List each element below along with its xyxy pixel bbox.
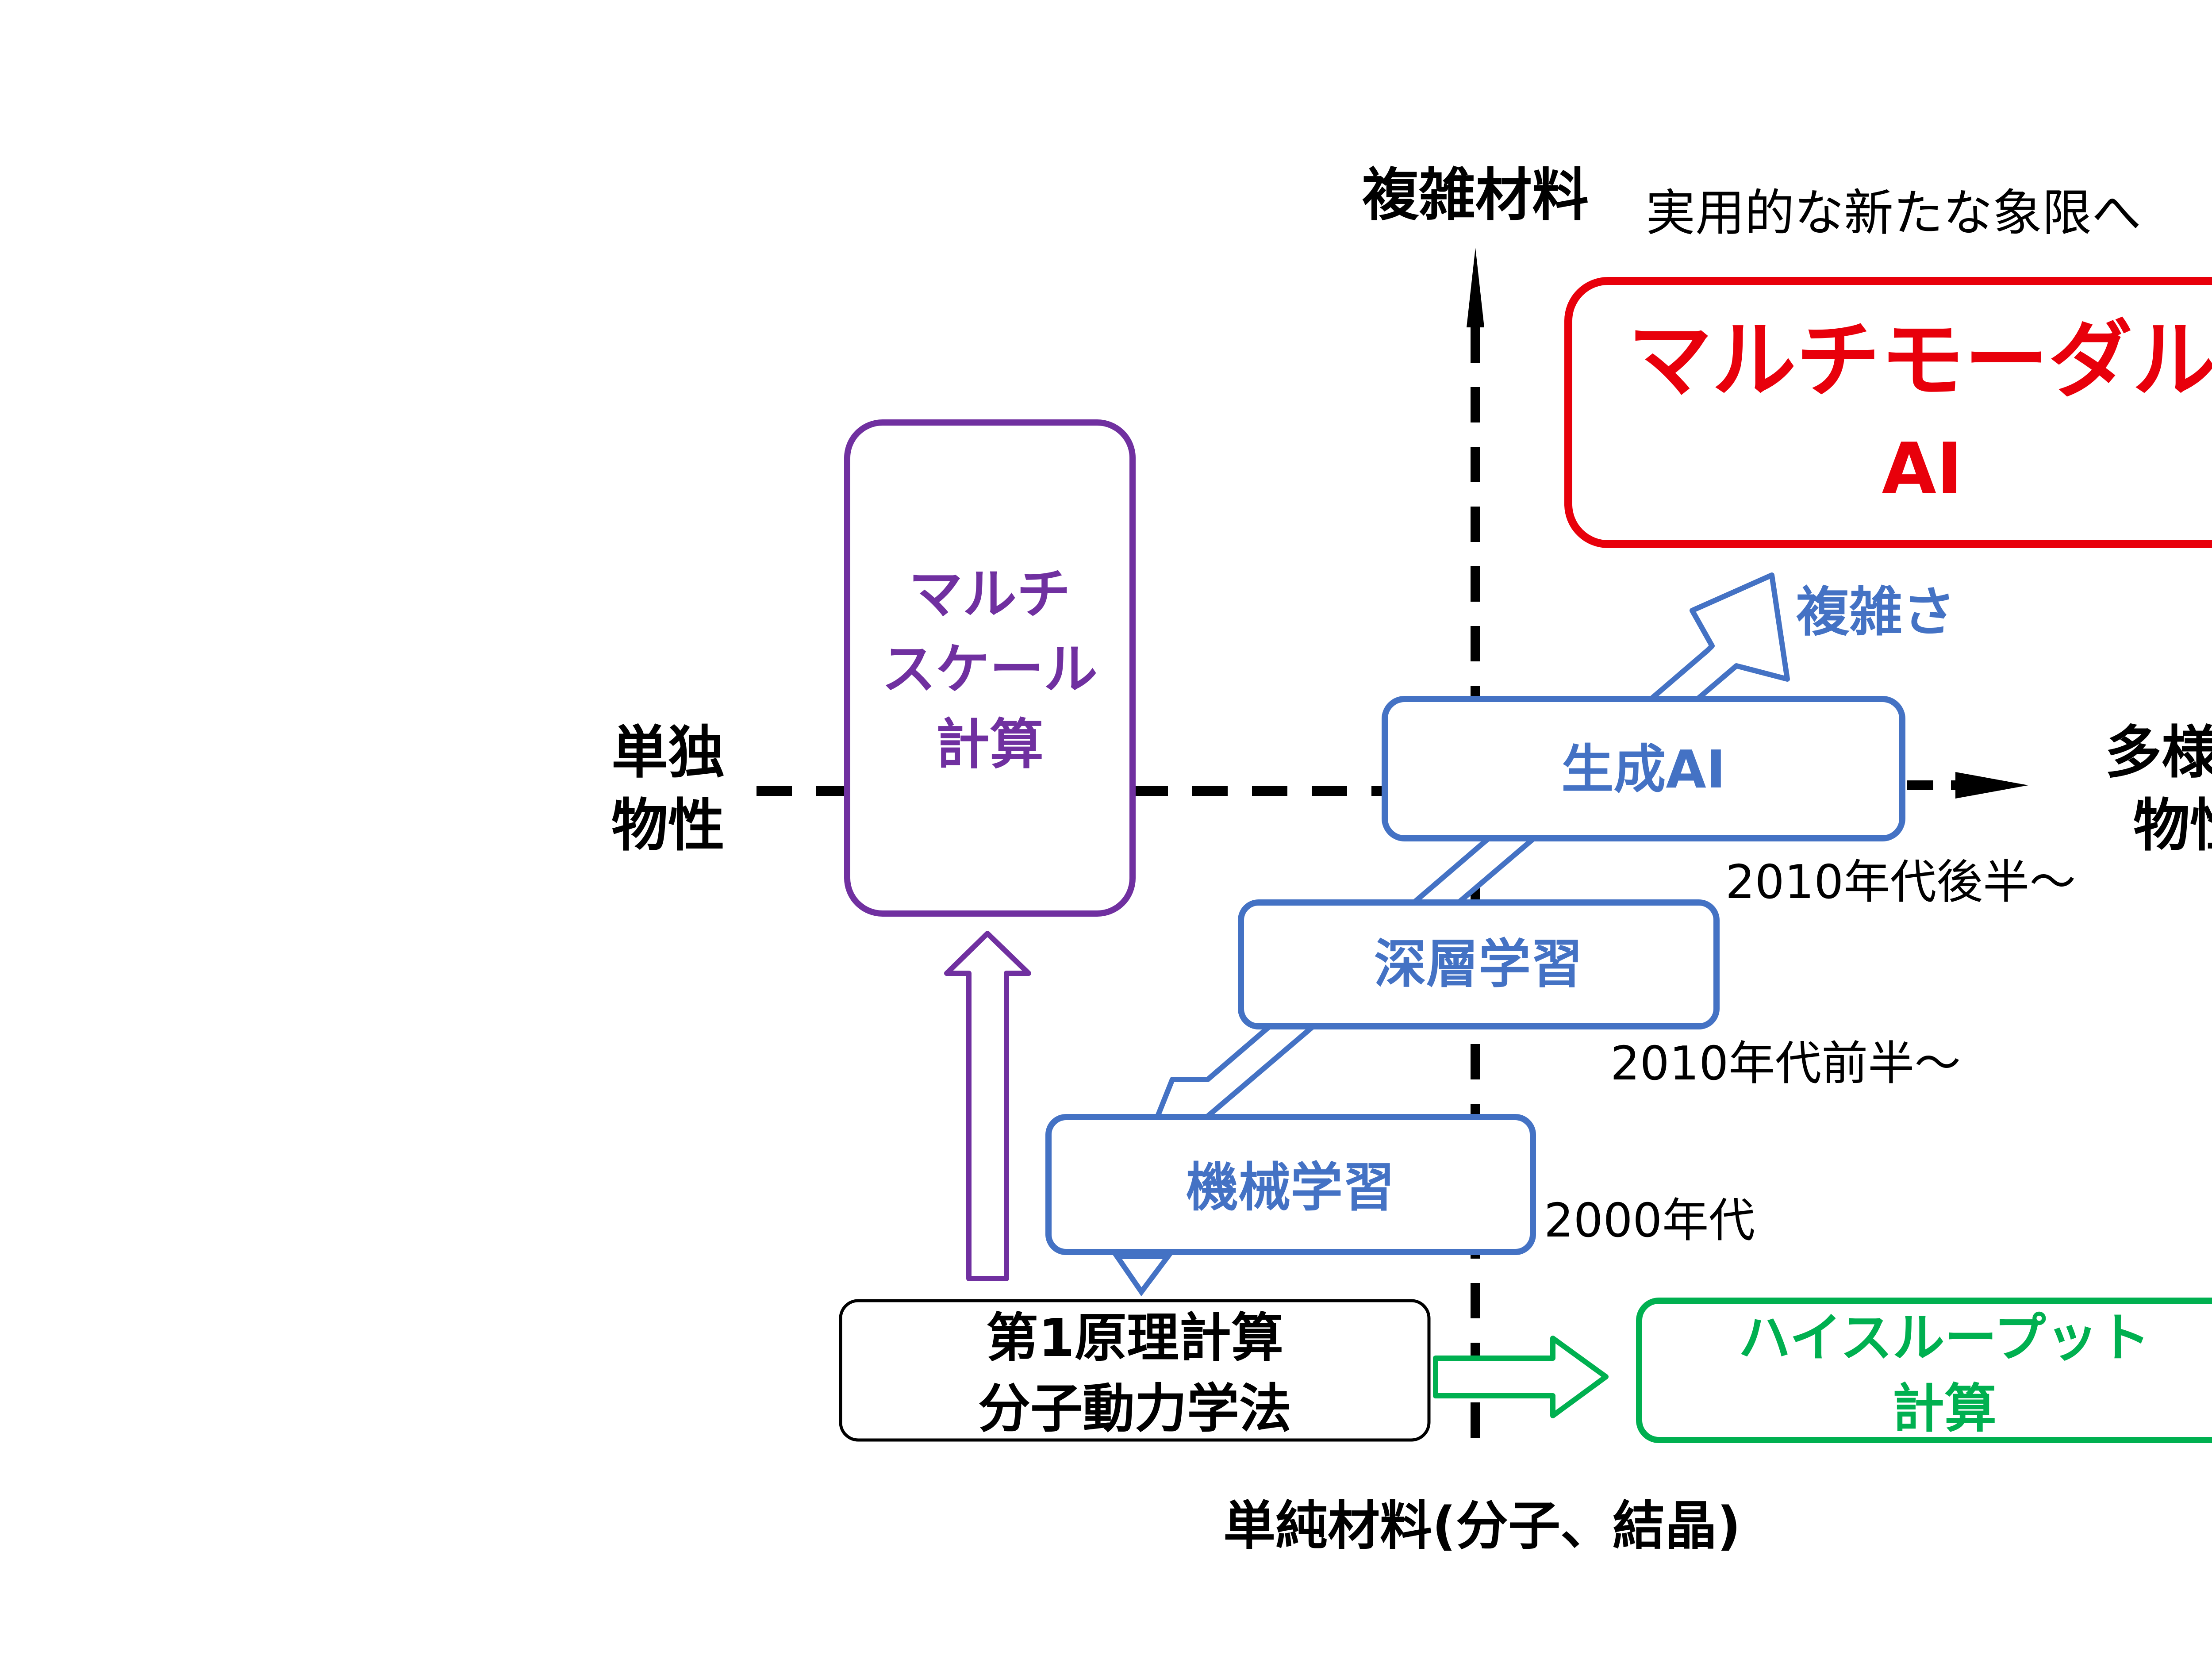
stage-deep-learning-label: 深層学習 [1374,933,1583,995]
horizontal-axis-arrowhead [1955,772,2028,799]
multiscale-line2: スケール [882,638,1098,701]
top-note: 実用的な新たな象限へ [1646,184,2141,242]
first-principles-box: 第1原理計算 分子動力学法 [839,1299,1431,1442]
era-deep-learning: 2010年代前半～ [1610,1037,1961,1091]
multiscale-line3: 計算 [936,713,1044,776]
stage-generative-ai-label: 生成AI [1561,739,1725,800]
high-throughput-box: ハイスループット 計算 [1636,1298,2212,1443]
vertical-axis-arrowhead [1467,248,1484,327]
multiscale-line1: マルチ [909,563,1071,626]
stage-machine-learning: 機械学習 [1045,1114,1536,1255]
complexity-label: 複雑さ [1796,582,1955,643]
multiscale-arrow [944,931,1031,1281]
high-throughput-line2: 計算 [1892,1378,1997,1439]
axis-label-left-line2: 物性 [611,793,725,859]
multimodal-ai-line1: マルチモーダル [1628,311,2212,409]
era-machine-learning: 2000年代 [1544,1194,1755,1248]
axis-label-left-line1: 単独 [611,720,725,786]
multimodal-ai-line2: AI [1882,427,1962,510]
high-throughput-arrow [1433,1336,1609,1418]
axis-label-bottom: 単純材料(分子、結晶) [1223,1495,1741,1556]
era-generative-ai: 2010年代後半～ [1725,855,2076,909]
high-throughput-line1: ハイスループット [1738,1307,2150,1368]
axis-label-right-line1: 多様な [2105,720,2212,786]
multiscale-box: マルチ スケール 計算 [844,419,1136,917]
stage-deep-learning: 深層学習 [1238,899,1720,1029]
stage-machine-learning-label: 機械学習 [1186,1157,1395,1218]
first-principles-line1: 第1原理計算 [986,1307,1283,1368]
axis-label-top: 複雑材料 [1362,162,1589,228]
axis-label-right-line2: 物性 [2133,793,2212,859]
first-principles-line2: 分子動力学法 [978,1378,1291,1439]
multimodal-ai-box: マルチモーダル AI [1564,277,2212,548]
stage-generative-ai: 生成AI [1382,696,1905,841]
